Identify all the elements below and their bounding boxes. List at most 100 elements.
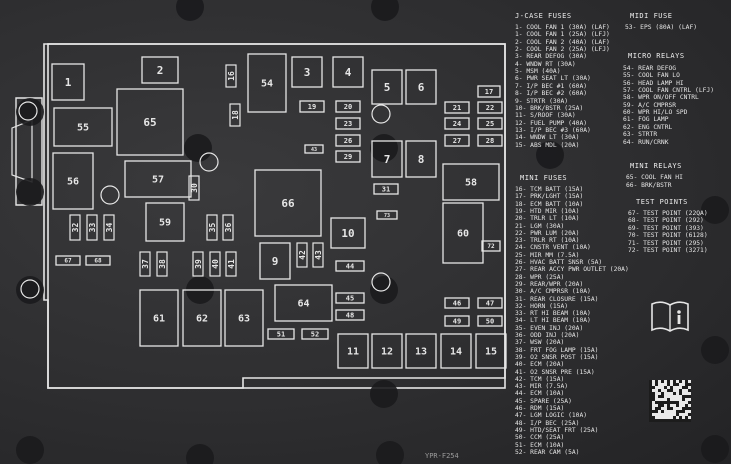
pin-circle-0 bbox=[18, 101, 38, 121]
slot-57 bbox=[124, 160, 192, 198]
jcase-fuses-item: 3- REAR DEFOG (30A) bbox=[515, 53, 588, 61]
slot-19 bbox=[299, 100, 325, 113]
midi-clip bbox=[11, 119, 33, 183]
slot-52 bbox=[301, 328, 329, 340]
mini-fuses-item: 41- O2 SNSR PRE (15A) bbox=[515, 368, 595, 376]
jcase-fuses-item: 11- S/ROOF (30A) bbox=[515, 112, 576, 120]
slot-label-35: 35 bbox=[208, 223, 217, 233]
slot-label-22: 22 bbox=[486, 104, 494, 112]
mini-fuses-header: MINI FUSES bbox=[520, 174, 568, 182]
slot-34 bbox=[103, 214, 115, 241]
slot-25 bbox=[477, 117, 503, 130]
slot-label-46: 46 bbox=[453, 300, 461, 308]
test-points-header: TEST POINTS bbox=[636, 198, 688, 206]
slot-64 bbox=[274, 284, 333, 322]
slot-36 bbox=[222, 214, 234, 241]
micro-relays-item: 54- REAR DEFOG bbox=[623, 65, 677, 72]
slot-label-32: 32 bbox=[71, 223, 80, 233]
mini-fuses-item: 38- FRT FOG LAMP (15A) bbox=[515, 346, 599, 354]
slot-label-19: 19 bbox=[308, 103, 316, 111]
slot-14 bbox=[440, 333, 472, 369]
slot-label-16: 16 bbox=[227, 71, 236, 81]
mini-fuses-item: 31- REAR CLOSURE (15A) bbox=[515, 295, 599, 303]
slot-42 bbox=[296, 242, 308, 268]
mini-fuses-item: 32- HORN (15A) bbox=[515, 302, 569, 310]
jcase-fuses-item: 2- COOL FAN 2 (25A) (LFJ) bbox=[515, 46, 610, 54]
slot-label-29: 29 bbox=[344, 153, 352, 161]
mini-fuses-item: 35- EVEN INJ (20A) bbox=[515, 324, 584, 332]
slot-label-31: 31 bbox=[382, 186, 390, 194]
slot-9 bbox=[259, 242, 291, 280]
slot-label-11: 11 bbox=[347, 347, 359, 358]
slot-1 bbox=[51, 63, 85, 101]
test-points-item: 68- TEST POINT (292) bbox=[628, 217, 704, 225]
slot-29 bbox=[335, 150, 361, 163]
slot-label-42: 42 bbox=[298, 250, 307, 260]
mini-fuses-item: 29- REAR/WPR (20A) bbox=[515, 280, 584, 288]
slot-label-64: 64 bbox=[297, 299, 309, 310]
mini-fuses-item: 45- SPARE (25A) bbox=[515, 397, 572, 405]
slot-label-44: 44 bbox=[346, 263, 354, 271]
mount-hole-14 bbox=[16, 436, 44, 464]
slot-label-54: 54 bbox=[261, 79, 273, 90]
micro-relays-item: 63- STRTR bbox=[623, 131, 658, 139]
midi-bracket bbox=[15, 97, 43, 206]
slot-label-68: 68 bbox=[94, 258, 102, 265]
slot-label-38: 38 bbox=[158, 259, 167, 269]
pin-circle-1 bbox=[199, 152, 219, 172]
micro-relays-item: 58- WPR ON/OFF CNTRL bbox=[623, 94, 699, 102]
slot-23 bbox=[335, 117, 361, 130]
mount-hole-13 bbox=[186, 444, 214, 464]
slot-label-73: 73 bbox=[384, 213, 390, 219]
jcase-fuses-item: 15- ABS MDL (20A) bbox=[515, 141, 580, 149]
mini-fuses-item: 18- ECM BATT (10A) bbox=[515, 200, 584, 208]
slot-label-50: 50 bbox=[486, 318, 494, 326]
mini-fuses-item: 37- WSW (20A) bbox=[515, 339, 565, 347]
mini-fuses-item: 46- RDM (15A) bbox=[515, 405, 565, 412]
slot-46 bbox=[444, 297, 470, 309]
slot-label-6: 6 bbox=[418, 81, 425, 94]
micro-relays-item: 61- FOG LAMP bbox=[623, 116, 669, 124]
mount-hole-12 bbox=[376, 441, 404, 464]
slot-16 bbox=[225, 64, 237, 88]
jcase-fuses-header: J-CASE FUSES bbox=[515, 12, 572, 20]
mini-fuses-item: 21- LGM (30A) bbox=[515, 222, 565, 230]
slot-label-20: 20 bbox=[344, 103, 352, 111]
mini-relays-item: 65- COOL FAN HI bbox=[626, 174, 683, 181]
mini-fuses-item: 17- PRK/LGHT (15A) bbox=[515, 193, 584, 201]
jcase-fuses-item: 7- I/P BEC #1 (60A) bbox=[515, 82, 588, 90]
slot-62 bbox=[182, 289, 222, 347]
mini-fuses-item: 19- HTD MIR (10A) bbox=[515, 207, 580, 215]
mini-fuses-item: 36- ODD INJ (20A) bbox=[515, 332, 580, 339]
midi-fuse-header: MIDI FUSE bbox=[630, 12, 673, 20]
mini-fuses-item: 51- ECM (10A) bbox=[515, 441, 565, 449]
mini-fuses-item: 24- CNSTR VENT (10A) bbox=[515, 244, 591, 252]
slot-label-7: 7 bbox=[384, 153, 391, 166]
mount-hole-10 bbox=[701, 336, 729, 364]
slot-label-43: 43 bbox=[311, 147, 317, 153]
slot-10 bbox=[330, 217, 366, 249]
slot-37 bbox=[139, 251, 151, 277]
mini-fuses-item: 49- HTD/SEAT FRT (25A) bbox=[515, 426, 599, 434]
slot-8 bbox=[405, 140, 437, 178]
slot-label-47: 47 bbox=[486, 300, 494, 308]
slot-label-63: 63 bbox=[238, 314, 250, 325]
slot-60 bbox=[442, 202, 484, 264]
jcase-fuses-item: 13- I/P BEC #3 (60A) bbox=[515, 126, 591, 134]
slot-50 bbox=[477, 315, 503, 327]
slot-label-66: 66 bbox=[281, 197, 295, 210]
slot-label-52: 52 bbox=[311, 331, 319, 339]
slot-5 bbox=[371, 69, 403, 105]
slot-label-56: 56 bbox=[67, 177, 79, 188]
slot-label-40: 40 bbox=[211, 259, 220, 269]
pin-circle-4 bbox=[371, 272, 391, 292]
slot-65 bbox=[116, 88, 184, 156]
slot-12 bbox=[371, 333, 403, 369]
slot-58 bbox=[442, 163, 500, 201]
slot-label-41: 41 bbox=[227, 259, 236, 269]
mini-fuses-item: 52- REAR CAM (5A) bbox=[515, 448, 580, 456]
micro-relays-item: 62- ENG CNTRL bbox=[623, 123, 673, 131]
jcase-fuses-item: 12- FUEL PUMP (40A) bbox=[515, 119, 588, 127]
